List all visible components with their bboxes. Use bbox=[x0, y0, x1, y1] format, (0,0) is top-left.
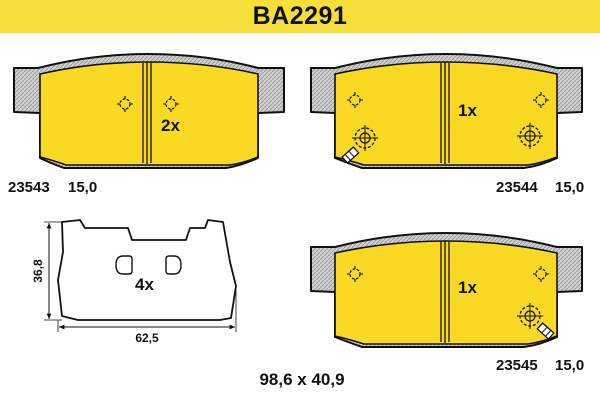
article-number: BA2291 bbox=[252, 2, 348, 30]
pad-3-quantity: 1x bbox=[458, 278, 477, 297]
brake-pad-3 bbox=[310, 232, 583, 348]
friction-material bbox=[334, 240, 558, 345]
title-bar: BA2291 bbox=[0, 0, 600, 33]
shim-width-label: 62,5 bbox=[135, 331, 159, 345]
pad-2-thickness: 15,0 bbox=[555, 179, 584, 196]
wear-indicator-clip bbox=[536, 322, 555, 340]
dimension-height bbox=[44, 221, 62, 321]
friction-material bbox=[334, 61, 558, 166]
pad-1-part-number: 23543 bbox=[8, 179, 50, 196]
pad-3-thickness: 15,0 bbox=[555, 357, 584, 374]
center-slot bbox=[440, 241, 450, 343]
pad-2-quantity: 1x bbox=[458, 101, 477, 120]
pad-1-thickness: 15,0 bbox=[68, 179, 97, 196]
shim-quantity: 4x bbox=[135, 275, 154, 294]
pad-2-part-number: 23544 bbox=[496, 179, 538, 196]
shim-height-label: 36,8 bbox=[31, 259, 45, 283]
shim-plate bbox=[57, 219, 237, 321]
brake-pad-2 bbox=[310, 53, 583, 169]
shim-hole bbox=[165, 255, 182, 275]
center-slot bbox=[440, 62, 450, 164]
shim-hole bbox=[115, 255, 133, 275]
wear-indicator-clip bbox=[341, 146, 360, 164]
friction-material bbox=[39, 61, 259, 166]
dimension-width bbox=[57, 290, 237, 332]
pad-1-quantity: 2x bbox=[161, 116, 180, 135]
center-slot bbox=[142, 62, 152, 164]
brake-pad-1 bbox=[13, 53, 285, 169]
pad-dimensions: 98,6 x 40,9 bbox=[259, 370, 344, 389]
pad-3-part-number: 23545 bbox=[496, 357, 538, 374]
